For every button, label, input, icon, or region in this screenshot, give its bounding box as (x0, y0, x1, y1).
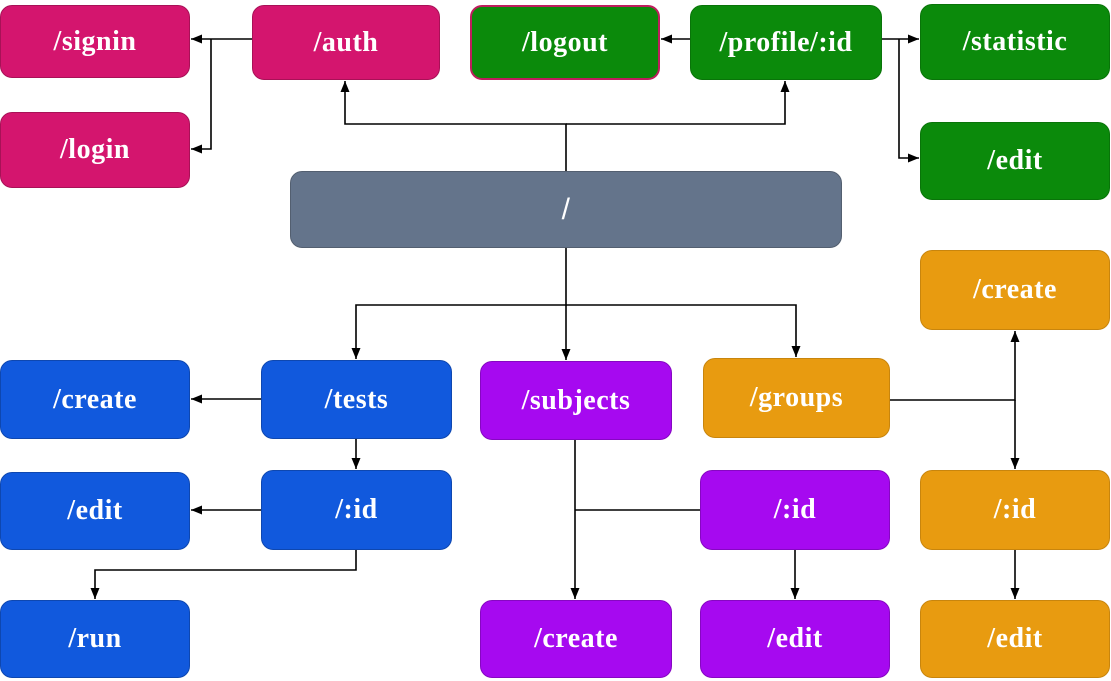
node-login: /login (0, 112, 190, 188)
node-subjects-create: /create (480, 600, 672, 678)
node-tests-id: /:id (261, 470, 452, 550)
node-logout: /logout (470, 5, 660, 80)
node-groups-id-edit: /edit (920, 600, 1110, 678)
node-auth-label: /auth (313, 26, 379, 58)
edge-root-to-tests (351, 248, 567, 359)
edge-profile-to-edit (898, 39, 919, 163)
edge-testsid-to-run (90, 550, 357, 599)
node-subjects-id-edit-label: /edit (767, 623, 823, 654)
node-profile-id: /profile/:id (690, 5, 882, 80)
node-tests-run: /run (0, 600, 190, 678)
node-signin: /signin (0, 5, 190, 78)
edge-groups-to-create (890, 331, 1020, 401)
node-groups-create-label: /create (973, 274, 1057, 305)
edge-root-to-profile (566, 81, 790, 125)
edge-root-to-auth (340, 81, 567, 171)
node-tests-edit: /edit (0, 472, 190, 550)
node-tests-create-label: /create (53, 383, 137, 415)
node-subjects-id-edit: /edit (700, 600, 890, 678)
node-subjects-id-label: /:id (773, 494, 817, 525)
node-root: / (290, 171, 842, 248)
node-logout-label: /logout (522, 26, 608, 58)
node-groups-id-label: /:id (993, 494, 1037, 525)
node-tests-label: /tests (324, 383, 389, 415)
node-tests: /tests (261, 360, 452, 439)
node-subjects: /subjects (480, 361, 672, 440)
node-groups: /groups (703, 358, 890, 438)
node-root-label: / (561, 192, 571, 226)
node-login-label: /login (60, 134, 130, 165)
node-auth: /auth (252, 5, 440, 80)
node-tests-create: /create (0, 360, 190, 439)
node-groups-label: /groups (749, 382, 844, 413)
node-groups-id-edit-label: /edit (987, 623, 1043, 654)
node-profile-id-label: /profile/:id (719, 26, 853, 58)
node-groups-create: /create (920, 250, 1110, 330)
node-profile-edit-label: /edit (987, 145, 1043, 176)
node-tests-run-label: /run (68, 623, 122, 654)
node-tests-id-label: /:id (335, 494, 378, 525)
node-statistic-label: /statistic (962, 26, 1068, 57)
edge-root-to-groups (566, 304, 801, 357)
node-groups-id: /:id (920, 470, 1110, 550)
edge-auth-to-login (191, 39, 212, 154)
node-subjects-id: /:id (700, 470, 890, 550)
node-profile-edit: /edit (920, 122, 1110, 200)
node-statistic: /statistic (920, 4, 1110, 80)
node-signin-label: /signin (53, 25, 137, 57)
node-subjects-create-label: /create (534, 623, 618, 654)
node-subjects-label: /subjects (521, 384, 631, 416)
node-tests-edit-label: /edit (67, 495, 123, 526)
